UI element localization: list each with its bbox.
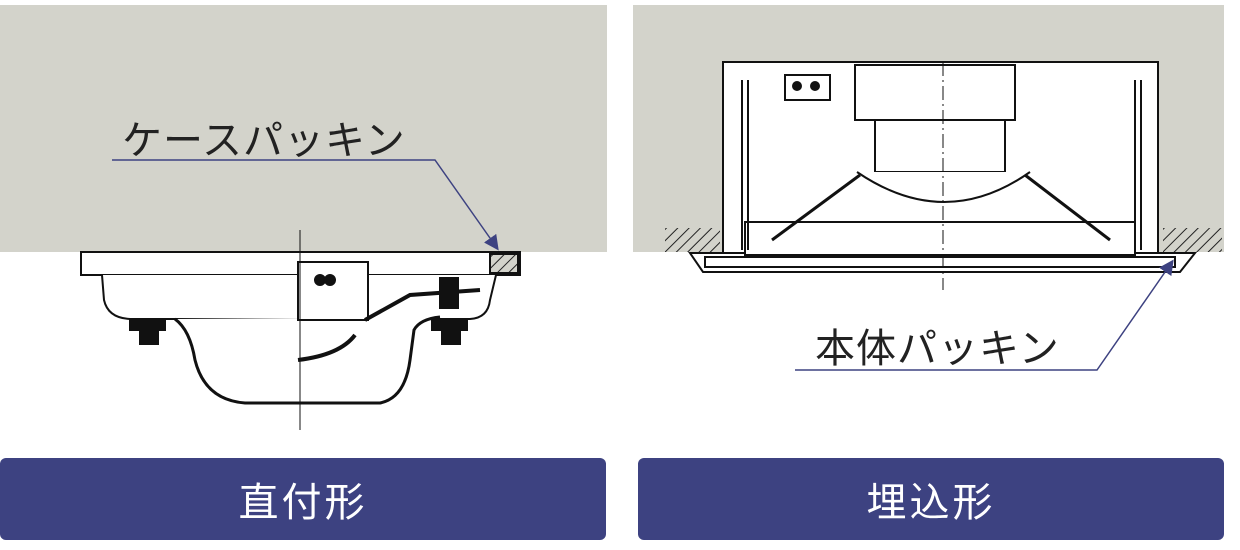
case-packing-label: ケースパッキン [122, 118, 406, 164]
leader-body-packing [795, 259, 1174, 371]
direct-mount-caption-text: 直付形 [238, 480, 368, 526]
ceiling-left [0, 5, 607, 252]
leader-case-packing [112, 159, 499, 251]
direct-mount-fixture [80, 230, 521, 430]
recessed-caption: 埋込形 [638, 458, 1224, 540]
recessed-fixture [665, 61, 1222, 290]
body-packing-label: 本体パッキン [815, 326, 1060, 372]
direct-mount-caption: 直付形 [0, 458, 606, 540]
recessed-caption-text: 埋込形 [866, 480, 996, 526]
